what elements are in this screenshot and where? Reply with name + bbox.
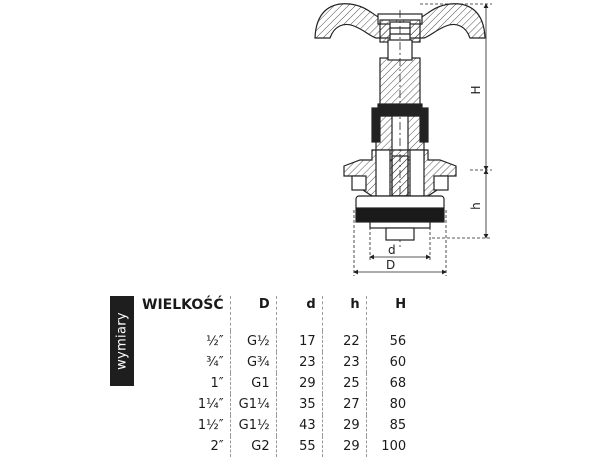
table-header-row: WIELKOŚĆ D d h H [138, 296, 413, 331]
dimension-D [353, 210, 447, 276]
header-size: WIELKOŚĆ [142, 297, 224, 313]
cell-h: 29 [321, 436, 367, 457]
dimension-H-label: H [469, 85, 483, 94]
dimension-D-label: D [386, 258, 395, 272]
header-h: h [321, 296, 367, 331]
table-row: ¾″ G¾ 23 23 60 [138, 352, 413, 373]
header-D: D [229, 296, 277, 331]
table-row: 1″ G1 29 25 68 [138, 373, 413, 394]
cell-h: 23 [321, 352, 367, 373]
cell-D: G1½ [229, 415, 277, 436]
dimension-h [432, 169, 492, 239]
cell-h: 27 [321, 394, 367, 415]
cell-H: 60 [365, 352, 413, 373]
cell-size: ¾″ [206, 355, 224, 370]
cell-D: G1 [229, 373, 277, 394]
cell-size: 1¼″ [197, 397, 224, 412]
valve-cross-section-drawing: H h d D [314, 3, 492, 276]
cell-D: G½ [229, 331, 277, 352]
cell-H: 85 [365, 415, 413, 436]
cell-d: 17 [275, 331, 323, 352]
cell-d: 23 [275, 352, 323, 373]
dimension-d-label: d [388, 243, 396, 257]
dimensions-side-tab: wymiary [110, 296, 134, 386]
cell-H: 100 [365, 436, 413, 457]
dimensions-table: WIELKOŚĆ D d h H ½″ G½ 17 22 56 ¾″ G¾ 23… [138, 296, 413, 457]
cell-size: 1½″ [197, 418, 224, 433]
dimension-d [369, 222, 431, 262]
cell-D: G2 [229, 436, 277, 457]
cell-h: 29 [321, 415, 367, 436]
dimension-H [420, 3, 492, 171]
cell-size: 2″ [210, 439, 224, 454]
cell-H: 80 [365, 394, 413, 415]
cell-size: ½″ [206, 334, 224, 349]
cell-d: 35 [275, 394, 323, 415]
table-row: 1½″ G1½ 43 29 85 [138, 415, 413, 436]
table-row: 1¼″ G1¼ 35 27 80 [138, 394, 413, 415]
valve-body [343, 149, 457, 197]
cell-D: G1¼ [229, 394, 277, 415]
cell-d: 55 [275, 436, 323, 457]
header-d: d [275, 296, 323, 331]
cell-H: 56 [365, 331, 413, 352]
cell-d: 29 [275, 373, 323, 394]
cell-h: 25 [321, 373, 367, 394]
cell-size: 1″ [210, 376, 224, 391]
header-H: H [365, 296, 413, 331]
seal-disc [355, 195, 445, 241]
cell-d: 43 [275, 415, 323, 436]
table-row: 2″ G2 55 29 100 [138, 436, 413, 457]
cell-H: 68 [365, 373, 413, 394]
cell-h: 22 [321, 331, 367, 352]
dimension-h-label: h [469, 202, 483, 210]
dimensions-side-label: wymiary [114, 312, 130, 370]
table-row: ½″ G½ 17 22 56 [138, 331, 413, 352]
cell-D: G¾ [229, 352, 277, 373]
